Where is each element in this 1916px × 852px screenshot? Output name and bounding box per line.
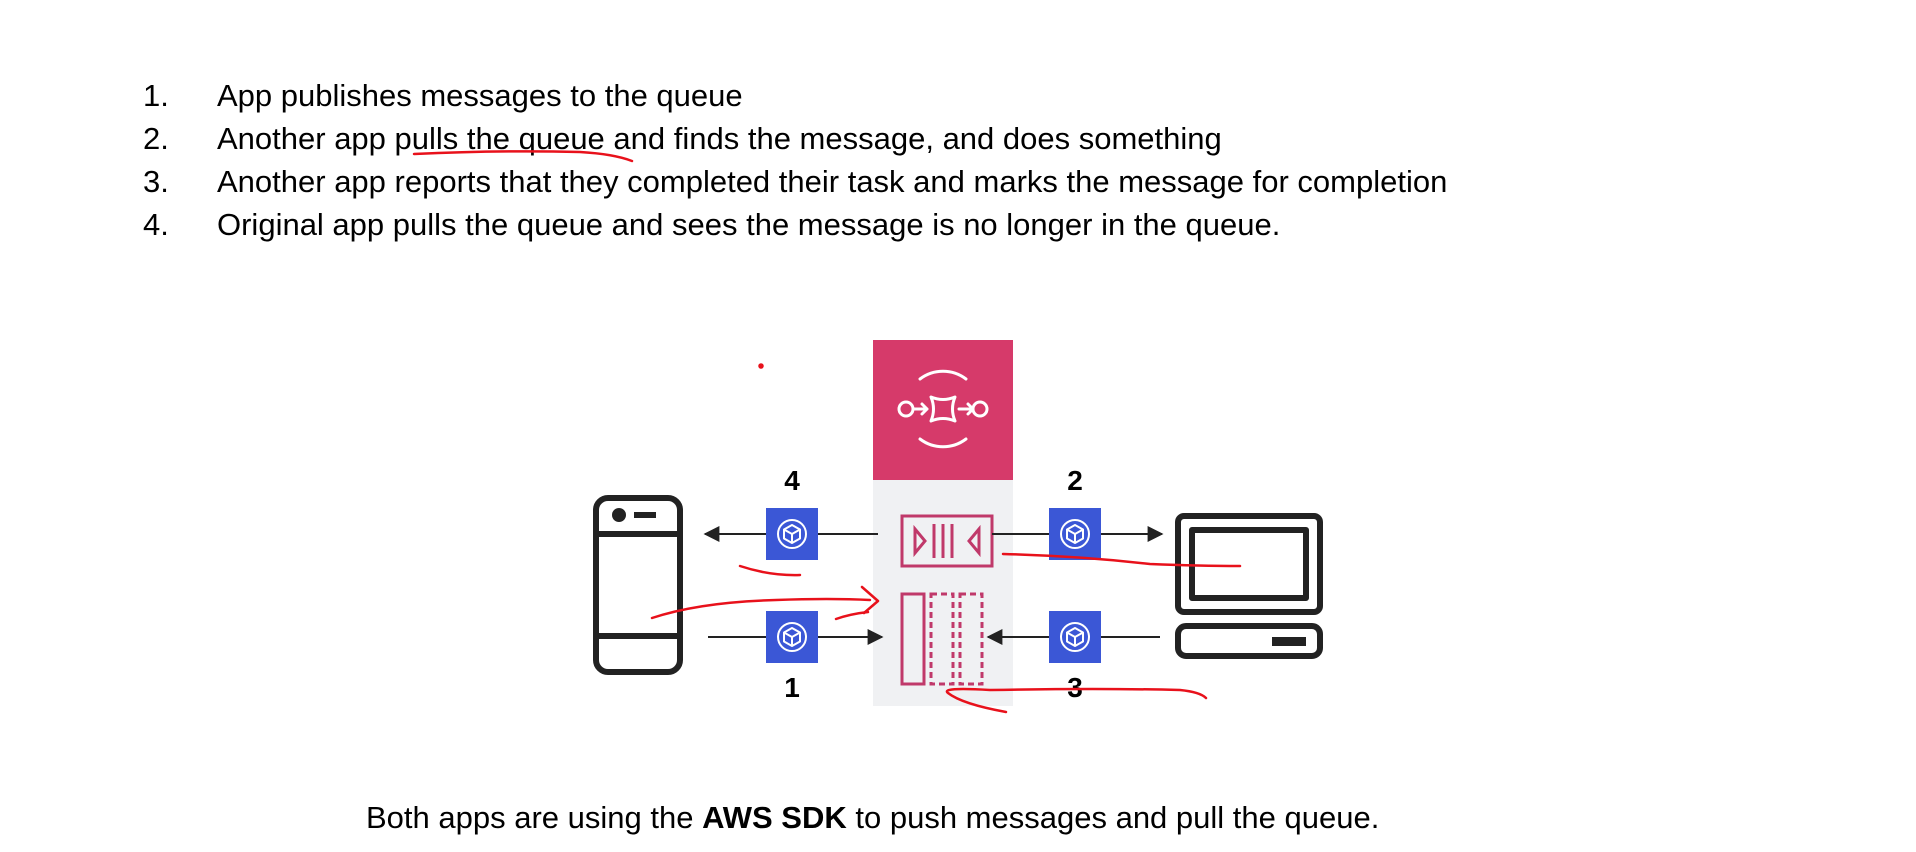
step-number: 4. (143, 206, 169, 242)
sqs-queue-icon (897, 369, 989, 449)
mobile-phone-icon (593, 495, 683, 675)
sdk-cube-icon (1048, 507, 1102, 561)
underline-annotation (412, 150, 634, 163)
footer-prefix: Both apps are using the (366, 800, 703, 835)
curve-annotation (945, 687, 1208, 714)
step-number: 3. (143, 163, 169, 199)
stroke-annotation (834, 610, 870, 621)
step-number: 2. (143, 120, 169, 156)
dot-annotation (758, 363, 764, 369)
step-text: Original app pulls the queue and sees th… (217, 206, 1281, 242)
diagram-label-3: 3 (1067, 672, 1083, 703)
desktop-computer-icon (1175, 513, 1323, 659)
line-annotation (1001, 552, 1242, 568)
step-item: 1. App publishes messages to the queue (143, 74, 1447, 117)
queue-service (873, 340, 1013, 706)
sdk-cube-icon (765, 610, 819, 664)
diagram-label-1: 1 (784, 672, 800, 703)
arrow-annotation (650, 585, 880, 620)
step-number: 1. (143, 77, 169, 113)
diagram-label-2: 2 (1067, 465, 1083, 496)
step-text: Another app pulls the queue and finds th… (217, 120, 1222, 156)
sdk-cube-icon (765, 507, 819, 561)
step-item: 4. Original app pulls the queue and sees… (143, 203, 1447, 246)
footer-note: Both apps are using the AWS SDK to push … (366, 800, 1379, 836)
sdk-cube-icon (1048, 610, 1102, 664)
footer-suffix: to push messages and pull the queue. (846, 800, 1380, 835)
footer-bold-term: AWS SDK (702, 800, 847, 835)
step-text: Another app reports that they completed … (217, 163, 1448, 199)
step-item: 3. Another app reports that they complet… (143, 160, 1447, 203)
queue-header (873, 340, 1013, 480)
steps-list: 1. App publishes messages to the queue 2… (143, 74, 1447, 246)
queue-stack (900, 592, 984, 686)
underline-annotation (738, 564, 802, 577)
handwritten-annotations (412, 150, 1242, 714)
step-item: 2. Another app pulls the queue and finds… (143, 117, 1447, 160)
step-text: App publishes messages to the queue (217, 77, 743, 113)
queue-message-box (900, 514, 994, 568)
diagram-label-4: 4 (784, 465, 800, 496)
